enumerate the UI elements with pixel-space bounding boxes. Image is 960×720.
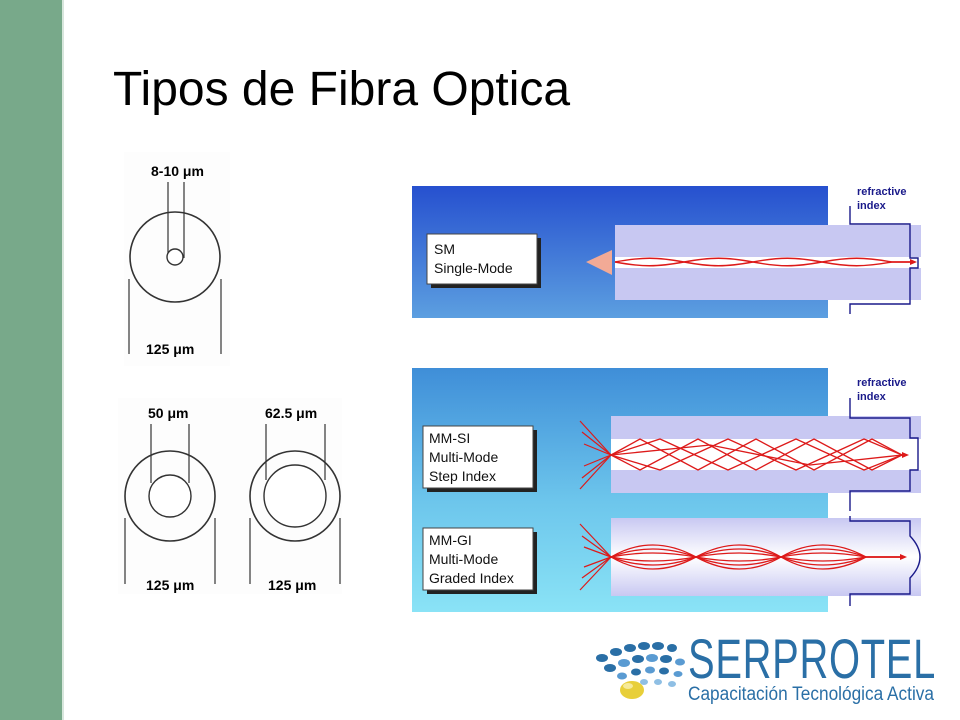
si-fan-ray-5 <box>581 454 612 479</box>
logo-name: SERPROTEL <box>688 636 936 690</box>
serprotel-logo: SERPROTEL Capacitación Tecnológica Activ… <box>596 636 936 705</box>
mm50-core-circle <box>148 474 192 518</box>
si-fan-ray-3 <box>583 443 612 456</box>
sm-refractive-index-profile <box>849 206 919 314</box>
single-mode-cross-section: 8-10 μm 125 μm <box>124 152 230 366</box>
si-ray-zigzag-4 <box>610 438 903 471</box>
sm-core-size-label: 8-10 μm <box>151 163 204 179</box>
si-refractive-index-profile <box>849 398 919 511</box>
sm-abbr-label: SM <box>434 241 455 257</box>
mm62-core-size-label: 62.5 μm <box>265 405 317 421</box>
si-ray-arrowhead <box>902 452 909 458</box>
gi-name-label: Multi-Mode <box>429 551 498 567</box>
multi-mode-cross-sections: 50 μm 125 μm 62.5 μm 125 μm <box>118 398 342 594</box>
gi-profile-label: Graded Index <box>429 570 514 586</box>
gi-wave-5 <box>610 552 900 562</box>
logo-tagline: Capacitación Tecnológica Activa <box>688 684 934 705</box>
si-abbr-label: MM-SI <box>429 430 470 446</box>
side-accent-bar <box>0 0 62 720</box>
si-fan-ray-6 <box>579 454 612 490</box>
sm-light-source <box>586 250 612 275</box>
gi-wave-4 <box>610 548 900 566</box>
multi-mode-propagation-panel: MM-SI Multi-Mode Step Index MM-GI Multi-… <box>412 368 921 612</box>
logo-yellow-sphere <box>620 681 644 699</box>
si-fan-ray-1 <box>579 420 612 456</box>
single-mode-propagation-panel: SM Single-Mode refractive index <box>412 186 921 318</box>
gi-abbr-label: MM-GI <box>429 532 472 548</box>
slide-title: Tipos de Fibra Optica <box>113 63 571 116</box>
gi-label-box <box>422 527 534 591</box>
logo-dot-cluster <box>596 642 685 687</box>
sm-name-label: Single-Mode <box>434 260 513 276</box>
sm-refractive-label: refractive index <box>857 186 910 212</box>
mm62-core-circle <box>263 464 327 528</box>
sm-label-box <box>426 233 538 285</box>
gi-fan-ray-2 <box>581 535 612 558</box>
refractive-text-line-2: index <box>857 200 887 212</box>
si-profile-label: Step Index <box>429 468 496 484</box>
si-fan-ray-2 <box>581 431 612 456</box>
side-accent-edge <box>62 0 64 720</box>
gi-ray-arrowhead <box>900 554 907 560</box>
si-ray-zigzag-5 <box>610 444 903 466</box>
si-ray-zigzag-2 <box>610 438 903 471</box>
gi-fan-ray-3 <box>583 546 612 558</box>
mm62-cladding-size-label: 125 μm <box>268 577 316 593</box>
sm-fiber-core <box>615 257 921 268</box>
gi-fan-ray-1 <box>579 523 612 558</box>
sm-refractive-text: refractive <box>857 186 907 198</box>
sm-cladding-circle <box>129 211 221 303</box>
si-ray-fan <box>579 420 612 490</box>
si-label-box <box>422 425 534 489</box>
logo-sphere-highlight <box>623 683 633 689</box>
mm50-cladding-circle <box>124 450 216 542</box>
si-ray-zigzag-1 <box>610 438 903 471</box>
sm-ray-path-2 <box>614 257 910 267</box>
gi-fan-ray-4 <box>583 556 612 568</box>
si-name-label: Multi-Mode <box>429 449 498 465</box>
sm-cladding-size-label: 125 μm <box>146 341 194 357</box>
gi-fan-ray-5 <box>581 556 612 579</box>
mm62-cladding-circle <box>249 450 341 542</box>
gi-wave-2 <box>610 544 900 570</box>
gi-ray-waves <box>610 544 900 570</box>
refractive-text-line-2: index <box>857 391 887 403</box>
gi-wave-3 <box>610 548 900 566</box>
sm-core-circle <box>166 248 184 266</box>
mm-refractive-text: refractive <box>857 377 907 389</box>
mm50-cladding-size-label: 125 μm <box>146 577 194 593</box>
gi-ray-fan <box>579 523 612 591</box>
gi-refractive-index-profile <box>849 516 921 606</box>
mm50-core-size-label: 50 μm <box>148 405 188 421</box>
gi-wave-1 <box>610 544 900 570</box>
gi-wave-6 <box>610 552 900 562</box>
gi-fan-ray-6 <box>579 556 612 591</box>
sm-ray-arrowhead <box>910 259 917 265</box>
si-fan-ray-4 <box>583 454 612 467</box>
mm-refractive-label: refractive index <box>857 377 910 403</box>
